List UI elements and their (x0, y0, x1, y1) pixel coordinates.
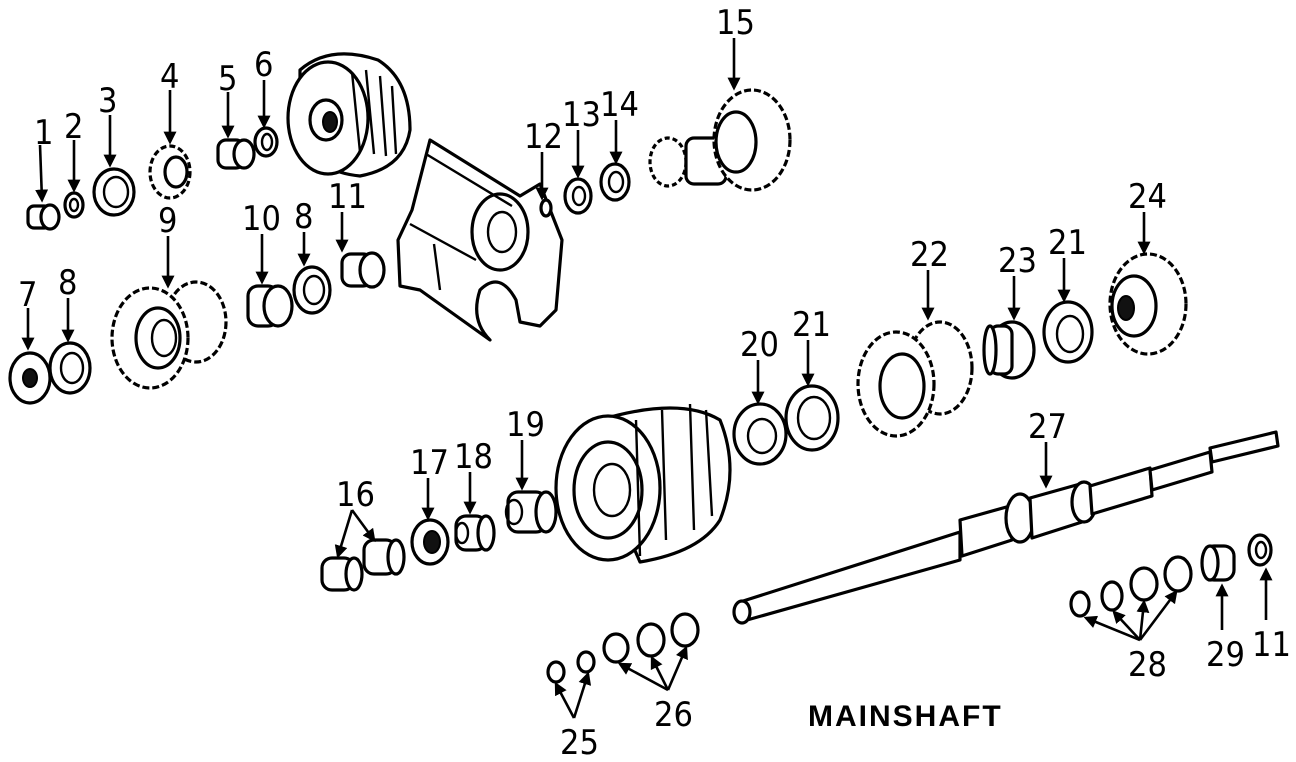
part-11-sleeve-top (340, 251, 386, 289)
callout-14: 14 (600, 85, 639, 125)
callout-12: 12 (524, 117, 563, 157)
part-1-sleeve (26, 203, 61, 231)
part-9-double-gear (110, 280, 228, 390)
part-8-ring-middle (292, 265, 332, 315)
callout-25: 25 (560, 723, 599, 762)
callout-6: 6 (254, 45, 273, 85)
synchro-gear-assembly (554, 403, 732, 564)
transmission-case (396, 138, 564, 342)
part-8-ring-left (48, 341, 92, 395)
part-6-ring (253, 126, 279, 158)
part-18-bushing (454, 514, 496, 552)
callout-21-lower: 21 (792, 305, 831, 345)
callout-26: 26 (654, 695, 693, 735)
callout-4: 4 (160, 57, 179, 97)
callout-24: 24 (1128, 177, 1167, 217)
part-26-rings (602, 612, 700, 664)
leader-lines (21, 38, 1273, 719)
callout-15: 15 (716, 3, 755, 43)
part-11-ring-right (1247, 533, 1273, 567)
callout-27: 27 (1028, 407, 1067, 447)
callout-9: 9 (158, 201, 177, 241)
callout-8-left: 8 (58, 263, 77, 303)
large-drum-gear (286, 52, 412, 178)
callout-11-right: 11 (1252, 625, 1291, 665)
part-22-double-gear (856, 320, 974, 438)
part-15-gear-cluster (648, 88, 792, 192)
part-20-ring (732, 402, 788, 466)
part-19-sleeve (504, 490, 558, 534)
callout-22: 22 (910, 235, 949, 275)
callout-20: 20 (740, 325, 779, 365)
callout-13: 13 (562, 95, 601, 135)
callout-23: 23 (998, 241, 1037, 281)
callout-29: 29 (1206, 635, 1245, 675)
callout-17: 17 (410, 443, 449, 483)
part-3-ring (92, 167, 136, 217)
diagram-caption: MAINSHAFT (808, 700, 1003, 733)
part-24-gear (1108, 252, 1188, 356)
part-13-ring (563, 177, 593, 215)
part-23-ring (982, 320, 1036, 380)
callout-10: 10 (242, 199, 281, 239)
callout-28: 28 (1128, 645, 1167, 685)
part-21-ring-lower (784, 384, 840, 452)
part-12-snap-ring (539, 198, 553, 218)
callout-2: 2 (64, 107, 83, 147)
callout-3: 3 (98, 81, 117, 121)
part-14-ring (599, 162, 631, 202)
part-2-washer (63, 191, 85, 219)
callout-numbers: 1 2 3 4 5 6 7 8 9 10 8 11 12 13 14 15 16… (18, 3, 1291, 762)
callout-5: 5 (218, 59, 237, 99)
callout-16: 16 (336, 475, 375, 515)
part-17-ring (410, 518, 450, 566)
part-5-bushing (216, 138, 256, 170)
callout-18: 18 (454, 437, 493, 477)
part-10-bushing (246, 284, 294, 328)
part-16-caps (320, 538, 406, 592)
part-29-bushing (1200, 544, 1236, 582)
part-28-rings (1069, 555, 1193, 618)
callout-1: 1 (34, 113, 53, 153)
callout-19: 19 (506, 405, 545, 445)
callout-8-middle: 8 (294, 197, 313, 237)
callout-21-upper: 21 (1048, 223, 1087, 263)
callout-7: 7 (18, 275, 37, 315)
part-7-washer (8, 351, 52, 405)
callout-11-top: 11 (328, 177, 367, 217)
part-27-mainshaft (732, 430, 1280, 625)
part-21-ring-upper (1042, 300, 1094, 364)
part-4-gear (148, 144, 192, 200)
